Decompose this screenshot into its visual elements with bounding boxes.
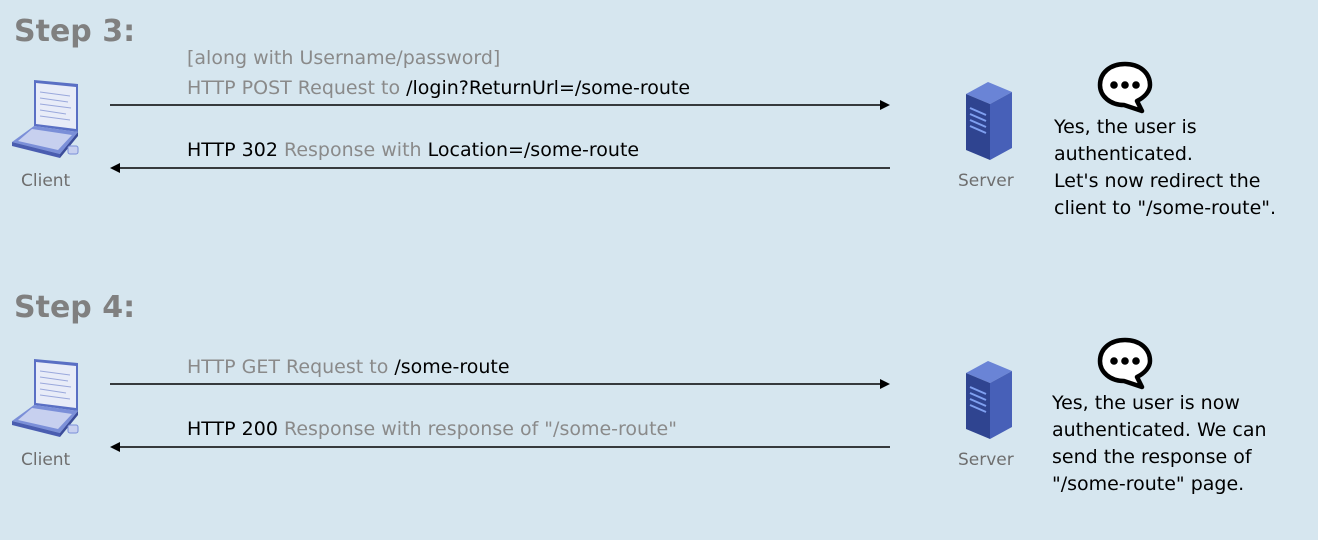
request-pre-line: [along with Username/password] <box>187 47 501 69</box>
response-target: Location=/some-route <box>427 139 640 161</box>
client-label: Client <box>21 171 71 191</box>
request-message: HTTP POST Request to /login?ReturnUrl=/s… <box>187 77 690 99</box>
request-target: /login?ReturnUrl=/some-route <box>406 77 691 99</box>
server-note-line: Yes, the user is now <box>1052 392 1240 414</box>
server-note: Yes, the user is now authenticated. We c… <box>1052 390 1314 498</box>
speech-bubble-icon <box>1097 337 1153 390</box>
server-icon <box>966 82 1012 160</box>
request-arrow <box>110 100 890 110</box>
server-note-line: client to "/some-route". <box>1054 197 1277 219</box>
response-prefix: HTTP 302 <box>187 139 278 161</box>
laptop-icon <box>12 80 79 158</box>
server-note-line: send the response of <box>1052 446 1252 468</box>
response-prefix: HTTP 200 <box>187 418 278 440</box>
client-label: Client <box>21 450 71 470</box>
server-note-line: "/some-route" page. <box>1052 473 1245 495</box>
response-message: HTTP 302 Response with Location=/some-ro… <box>187 139 639 161</box>
server-note: Yes, the user is authenticated. Let's no… <box>1054 114 1316 222</box>
request-prefix: HTTP GET Request to <box>187 356 395 378</box>
step-4-title: Step 4: <box>14 290 136 325</box>
response-arrow <box>110 163 890 173</box>
server-note-line: authenticated. <box>1054 143 1193 165</box>
step-3-title: Step 3: <box>14 14 136 49</box>
server-label: Server <box>958 450 1014 470</box>
response-middle: Response with response of "/some-route" <box>277 418 677 440</box>
request-message: HTTP GET Request to /some-route <box>187 356 510 378</box>
server-note-line: Let's now redirect the <box>1054 170 1261 192</box>
server-icon <box>966 361 1012 439</box>
server-label: Server <box>958 171 1014 191</box>
request-prefix: HTTP POST Request to <box>187 77 407 99</box>
server-note-line: authenticated. We can <box>1052 419 1267 441</box>
response-arrow <box>110 442 890 452</box>
speech-bubble-icon <box>1097 61 1153 114</box>
response-middle: Response with <box>277 139 428 161</box>
response-message: HTTP 200 Response with response of "/som… <box>187 418 677 440</box>
server-note-line: Yes, the user is <box>1054 116 1197 138</box>
laptop-icon <box>12 359 79 437</box>
request-arrow <box>110 379 890 389</box>
request-target: /some-route <box>394 356 510 378</box>
